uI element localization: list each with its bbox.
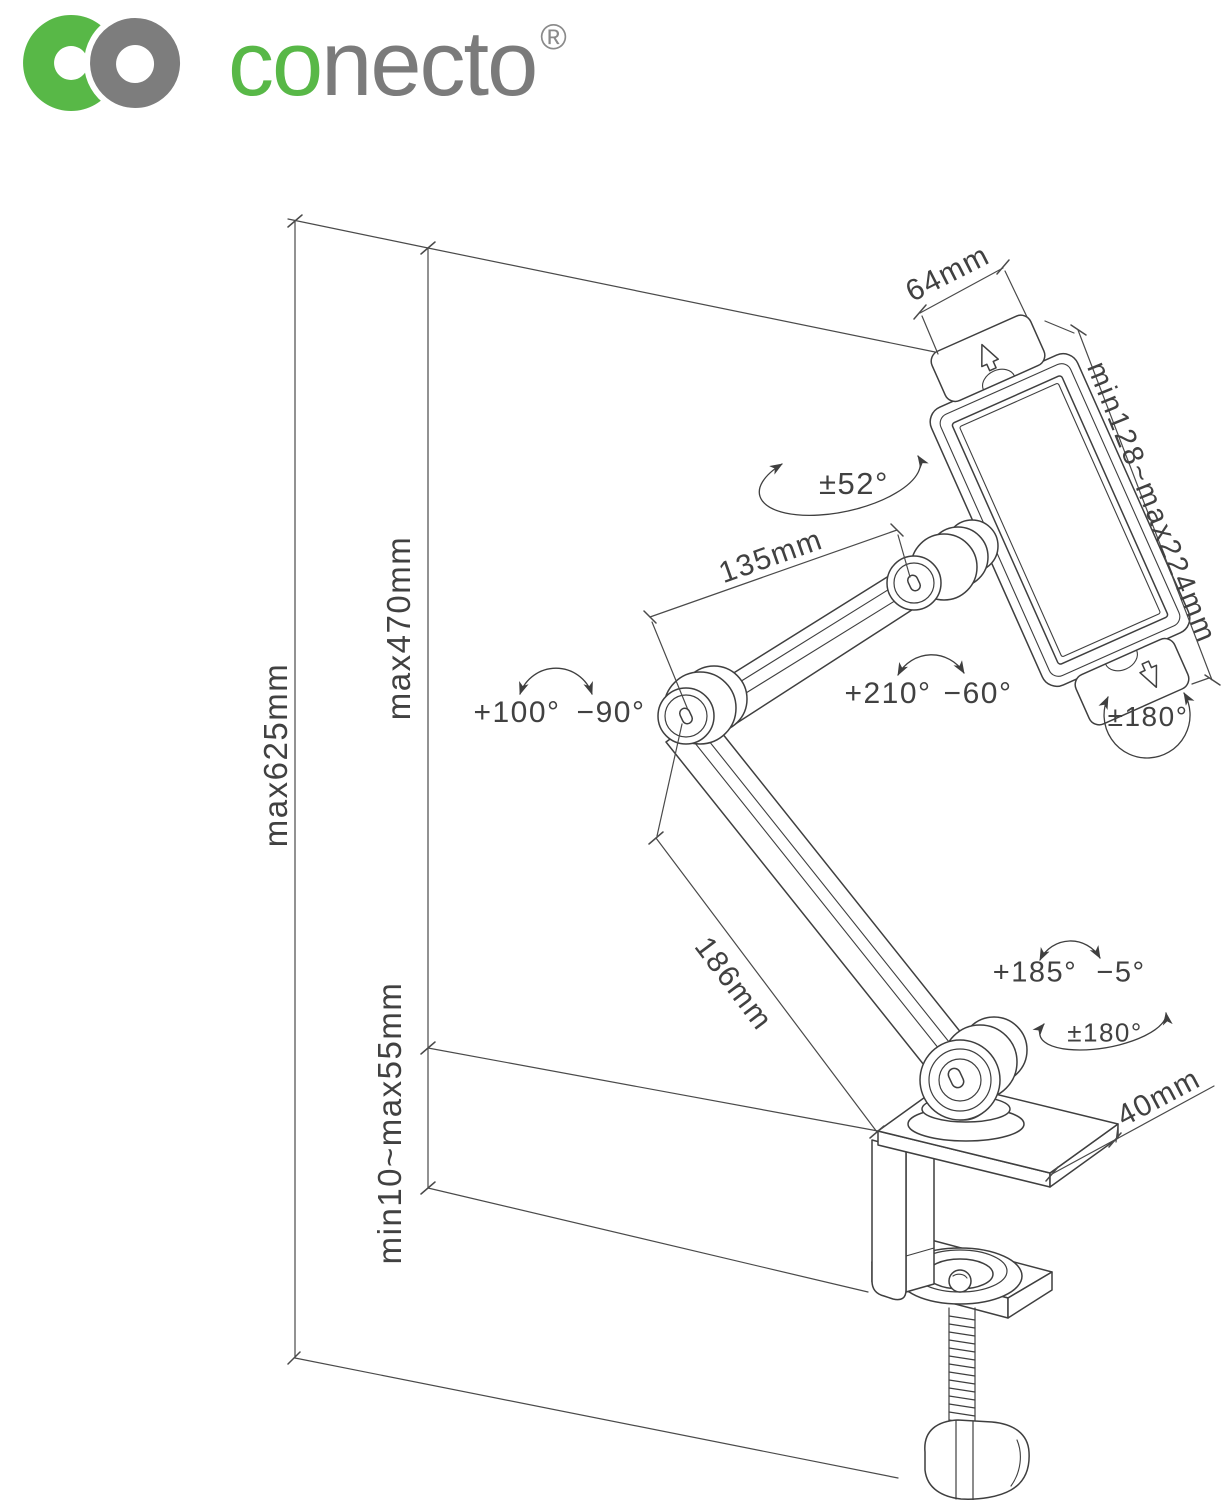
arc-mid-joint [897,654,965,676]
arc-holder-rotation [1098,692,1195,759]
dim-base-down: −5° [1096,956,1146,989]
dim-line-lower-arm [655,837,878,1133]
clamp-screw [948,1307,976,1439]
dim-line-clamp-width [1051,1085,1215,1175]
dim-total-height: max625mm [257,662,294,848]
dim-elbow-up: +100° [473,696,561,729]
logo-ring-gray [84,12,187,114]
bottom-cap-arrow-icon [1139,660,1158,689]
top-joint-face [886,533,978,611]
ext-line-bottom [294,1357,899,1479]
dim-line-holder-range [1077,329,1213,681]
dim-holder-tilt: ±52° [819,466,889,501]
brand-logo: conecto® [14,6,567,122]
dim-holder-rotation: ±180° [1107,701,1189,732]
ext-line-top [287,218,936,353]
dim-clamp-range: min10~max55mm [371,981,408,1265]
base-joint [919,1016,1028,1121]
ext-line-jaw [427,1187,869,1293]
tablet-screen [951,375,1169,665]
brand-text-necto: necto [321,13,538,115]
dim-mid-down: −60° [943,677,1013,710]
dimension-ticks [287,214,1221,1365]
dim-elbow-down: −90° [576,696,646,729]
lower-arm [665,712,975,1081]
dimension-lines [287,214,1221,1479]
arc-base-joint [1039,940,1101,961]
dim-mid-up: +210° [844,677,932,710]
rotation-arcs [519,455,1195,1051]
dim-base-rotation: ±180° [1067,1017,1143,1048]
ext-line-desk [427,1047,879,1132]
clamp-back-bracket [871,1139,935,1301]
dim-line-top-width [919,267,1004,314]
arc-elbow [519,667,593,695]
arc-holder-tilt [758,455,929,516]
dim-arm-reach: max470mm [380,535,417,721]
dim-base-up: +185° [992,956,1078,989]
arc-base-rotation [1032,1012,1173,1051]
dim-line-upper-arm [649,529,898,618]
clamp-knob [924,1419,1030,1500]
brand-text-co: co [228,13,323,115]
brand-wordmark: conecto® [228,16,567,110]
top-cap-arrow-icon [981,343,1000,372]
registered-mark-icon: ® [540,16,566,57]
elbow-joint [657,665,748,745]
conecto-logo-icon [23,12,187,114]
